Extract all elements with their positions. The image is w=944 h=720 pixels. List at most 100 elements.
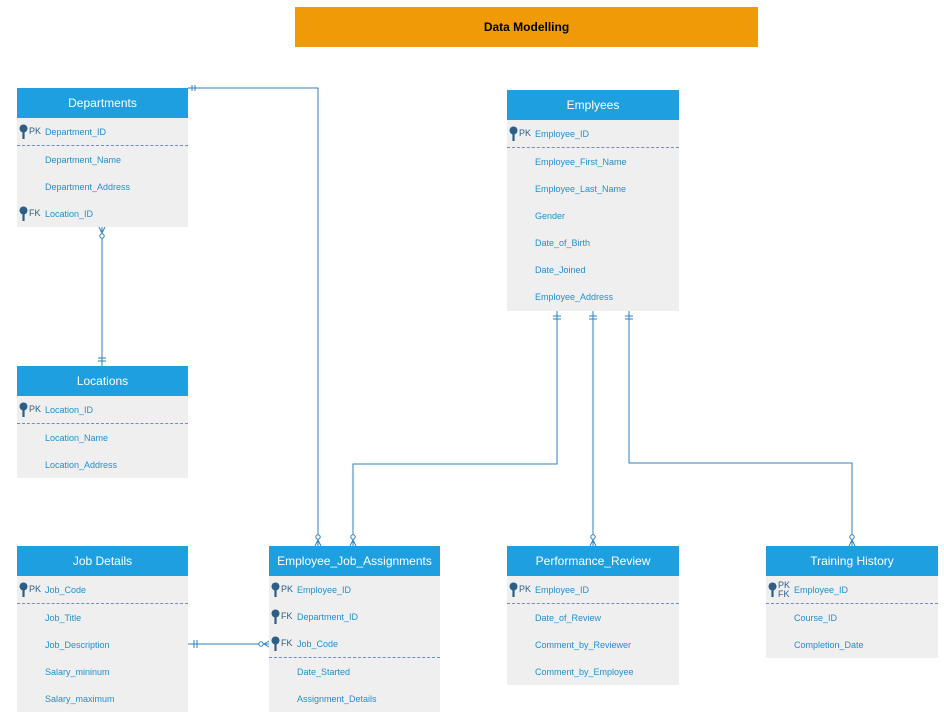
attribute-row: PK Location_ID — [17, 396, 188, 424]
attribute-row: PK Employee_ID — [269, 576, 440, 603]
attribute-name: Job_Description — [45, 639, 110, 650]
primary-foreign-key-marker: PK FK — [768, 576, 790, 603]
diagram-title: Data Modelling — [295, 7, 758, 47]
entity-employees[interactable]: Emplyees PK Employee_ID Employee_First_N… — [507, 90, 679, 311]
attribute-name: Assignment_Details — [297, 693, 377, 704]
primary-key-marker: PK — [19, 576, 41, 603]
attribute-name: Comment_by_Employee — [535, 666, 634, 677]
key-icon — [19, 402, 28, 417]
attribute-row: Comment_by_Reviewer — [507, 631, 679, 658]
attribute-name: Job_Code — [297, 638, 339, 649]
foreign-key-marker: FK — [271, 603, 293, 630]
foreign-key-marker: FK — [19, 200, 41, 227]
primary-key-marker: PK — [509, 576, 531, 603]
attribute-name: Employee_ID — [794, 584, 849, 595]
attribute-name: Location_ID — [45, 404, 94, 415]
attribute-row: Date_Started — [269, 658, 440, 685]
attribute-name: Completion_Date — [794, 639, 864, 650]
attribute-name: Gender — [535, 210, 566, 221]
attribute-row: FK Job_Code — [269, 630, 440, 658]
entity-employee-job-assignments[interactable]: Employee_Job_Assignments PK Employee_ID … — [269, 546, 440, 712]
primary-key-marker: PK — [271, 576, 293, 603]
key-icon — [19, 206, 28, 221]
attribute-name: Job_Code — [45, 584, 87, 595]
rel-departments-assignments — [188, 87, 319, 546]
rel-employees-training — [628, 311, 853, 546]
attribute-name: Date_Started — [297, 666, 351, 677]
attribute-row: Gender — [507, 202, 679, 229]
attribute-row: Comment_by_Employee — [507, 658, 679, 685]
attribute-row: Employee_Address — [507, 283, 679, 310]
attribute-name: Employee_Address — [535, 291, 614, 302]
entity-title: Locations — [17, 366, 188, 396]
attribute-row: Date_of_Review — [507, 604, 679, 631]
entity-title: Departments — [17, 88, 188, 118]
attribute-name: Comment_by_Reviewer — [535, 639, 632, 650]
entity-title: Employee_Job_Assignments — [269, 546, 440, 576]
key-label: FK — [29, 208, 41, 218]
attribute-row: PK FK Employee_ID — [766, 576, 938, 604]
key-icon — [19, 582, 28, 597]
attribute-row: Location_Name — [17, 424, 188, 451]
entity-departments[interactable]: Departments PK Department_ID Department_… — [17, 88, 188, 227]
attribute-row: FK Department_ID — [269, 603, 440, 630]
key-label: FK — [281, 638, 293, 648]
attribute-name: Employee_ID — [535, 584, 590, 595]
foreign-key-marker: FK — [271, 630, 293, 657]
key-icon — [509, 582, 518, 597]
key-icon — [271, 636, 280, 651]
attribute-name: Department_Name — [45, 154, 122, 165]
entity-job-details[interactable]: Job Details PK Job_Code Job_Title Job_De… — [17, 546, 188, 712]
attribute-name: Salary_maximum — [45, 693, 115, 704]
attribute-name: Department_ID — [45, 126, 107, 137]
attribute-row: PK Job_Code — [17, 576, 188, 604]
attribute-row: Employee_Last_Name — [507, 175, 679, 202]
entity-locations[interactable]: Locations PK Location_ID Location_Name L… — [17, 366, 188, 478]
attribute-row: PK Department_ID — [17, 118, 188, 146]
attribute-name: Department_ID — [297, 611, 359, 622]
attribute-row: Course_ID — [766, 604, 938, 631]
key-icon — [271, 582, 280, 597]
attribute-row: Date_Joined — [507, 256, 679, 283]
fk-label: FK — [778, 588, 790, 599]
attribute-row: Job_Title — [17, 604, 188, 631]
entity-title: Performance_Review — [507, 546, 679, 576]
attribute-row: Department_Name — [17, 146, 188, 173]
entity-performance-review[interactable]: Performance_Review PK Employee_ID Date_o… — [507, 546, 679, 685]
attribute-name: Employee_ID — [535, 128, 590, 139]
attribute-name: Date_of_Review — [535, 612, 602, 623]
attribute-row: PK Employee_ID — [507, 120, 679, 148]
attribute-row: Job_Description — [17, 631, 188, 658]
key-label: PK FK — [778, 580, 790, 599]
key-label: PK — [519, 128, 532, 138]
attribute-row: FK Location_ID — [17, 200, 188, 227]
attribute-name: Salary_mininum — [45, 666, 110, 677]
attribute-row: Salary_maximum — [17, 685, 188, 712]
key-label: PK — [29, 584, 42, 594]
attribute-row: Salary_mininum — [17, 658, 188, 685]
primary-key-marker: PK — [19, 118, 41, 145]
attribute-name: Location_Address — [45, 459, 118, 470]
attribute-row: Employee_First_Name — [507, 148, 679, 175]
attribute-name: Date_of_Birth — [535, 237, 591, 248]
attribute-name: Course_ID — [794, 612, 838, 623]
key-label: PK — [29, 126, 42, 136]
primary-key-marker: PK — [509, 120, 531, 147]
entity-title: Emplyees — [507, 90, 679, 120]
key-label: FK — [281, 611, 293, 621]
attribute-row: Department_Address — [17, 173, 188, 200]
entity-title: Job Details — [17, 546, 188, 576]
primary-key-marker: PK — [19, 396, 41, 423]
key-icon — [19, 124, 28, 139]
attribute-name: Date_Joined — [535, 264, 586, 275]
key-icon — [509, 126, 518, 141]
attribute-name: Job_Title — [45, 612, 82, 623]
key-label: PK — [281, 584, 294, 594]
key-label: PK — [519, 584, 532, 594]
entity-training-history[interactable]: Training History PK FK Employee_ID Cours… — [766, 546, 938, 658]
attribute-name: Employee_Last_Name — [535, 183, 627, 194]
key-icon — [768, 582, 777, 597]
attribute-name: Department_Address — [45, 181, 131, 192]
attribute-row: Assignment_Details — [269, 685, 440, 712]
